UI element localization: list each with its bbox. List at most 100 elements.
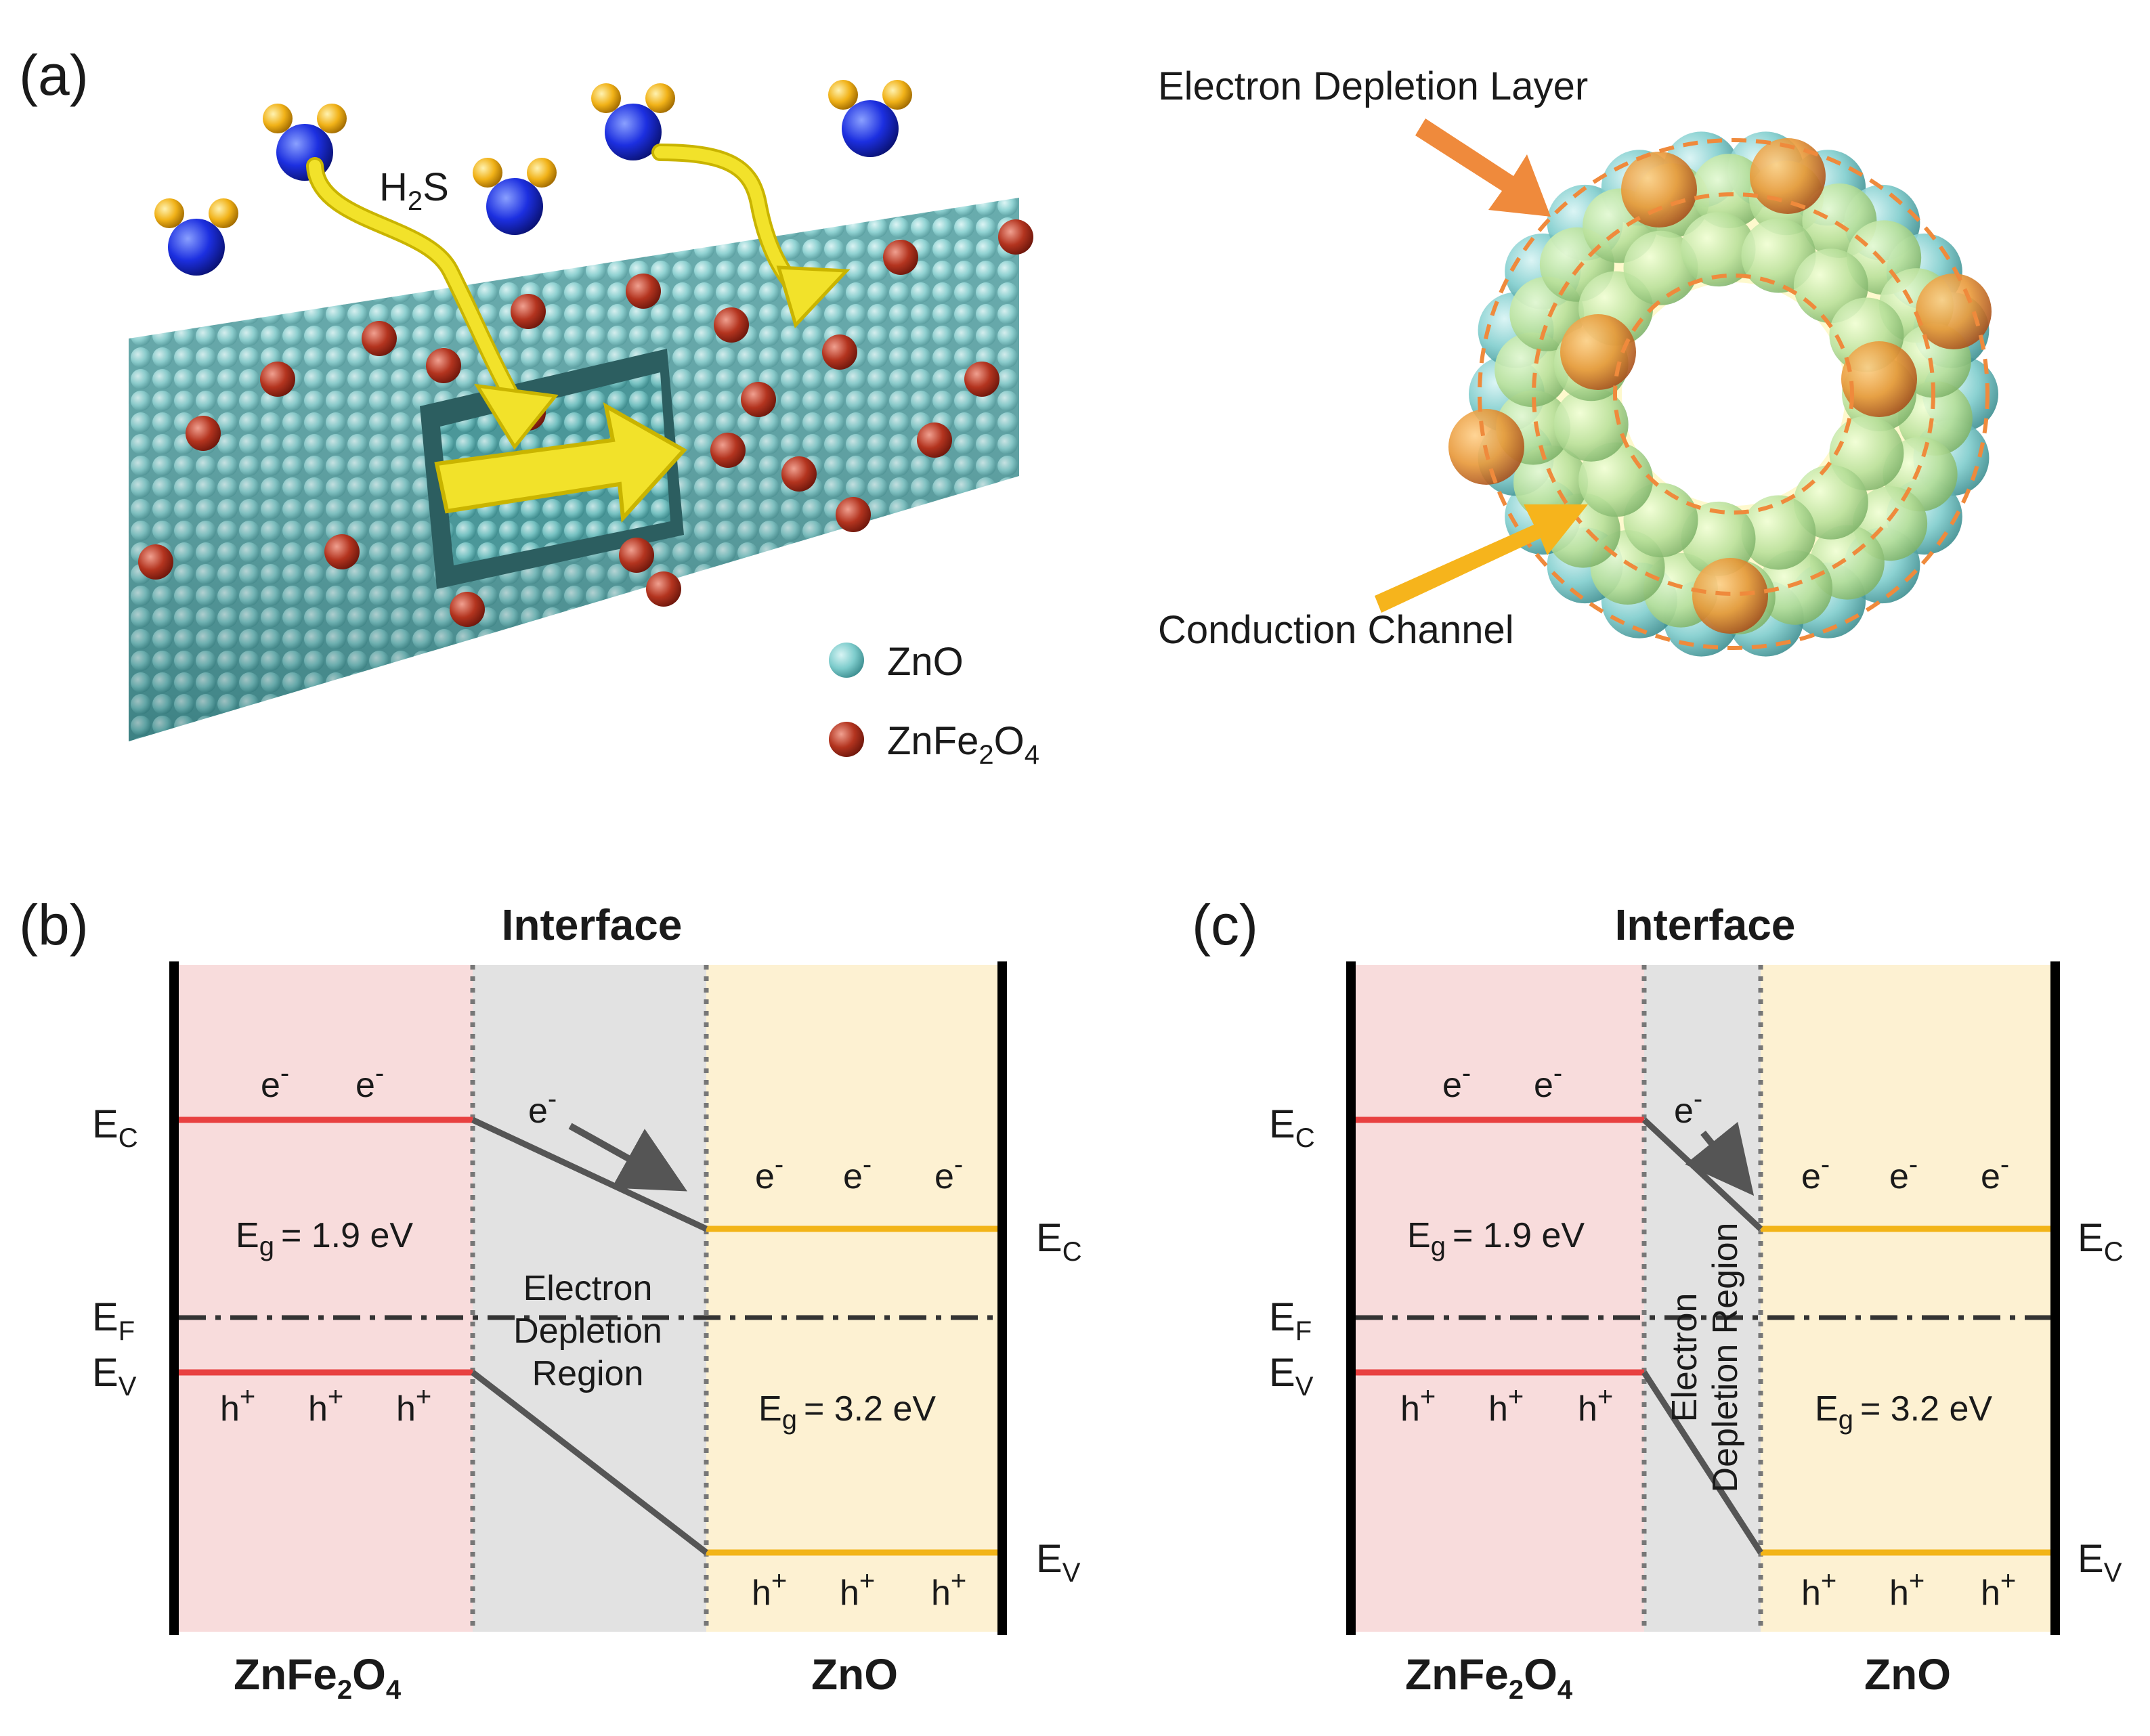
hole-label: h+ xyxy=(396,1382,431,1429)
panel-c-letter: (c) xyxy=(1192,893,1258,957)
panel-b-symbols: EC EF EV EC EV Eg= 1.9 eV Eg= 3.2 eV Ele… xyxy=(92,1102,1082,1705)
panel-c-region-line-1: Electron xyxy=(1665,1293,1704,1423)
h2s-molecule xyxy=(263,104,347,181)
hole-label: h+ xyxy=(308,1382,343,1429)
hole-label: h+ xyxy=(752,1566,787,1613)
panel-b-ec-bend xyxy=(471,1116,708,1232)
panel-c-electron-arrow xyxy=(1685,1121,1755,1196)
panel-c-zno-region xyxy=(1761,965,2052,1632)
h2s-molecule xyxy=(591,83,675,160)
ring-inner-sphere xyxy=(1623,230,1698,305)
ring-depleted-sphere xyxy=(1495,332,1570,408)
hydrogen-atom xyxy=(645,83,675,113)
panel-b-zno-label: ZnO xyxy=(811,1650,898,1699)
hole-label: h+ xyxy=(220,1382,255,1429)
electron-label: e- xyxy=(755,1150,783,1196)
panel-c-znfe2o4-region xyxy=(1354,965,1644,1632)
panel-c-eg-left: Eg= 1.9 eV xyxy=(1407,1216,1585,1261)
panel-c-ef-left: EF xyxy=(1269,1295,1312,1346)
panel-c-region-line-2: Depletion Region xyxy=(1706,1223,1745,1493)
panel-c-znfe2o4-label: ZnFe2O4 xyxy=(1405,1650,1573,1705)
sulfur-atom xyxy=(842,100,899,157)
ring-inner-sphere xyxy=(1681,212,1756,287)
ring-inner-sphere xyxy=(1741,495,1816,570)
znfe2o4-particle xyxy=(964,362,999,397)
panel-c-eg-right: Eg= 3.2 eV xyxy=(1815,1389,1992,1435)
panel-b-ev-left: EV xyxy=(92,1351,137,1402)
h2s-molecule xyxy=(828,80,912,157)
panel-c-carriers: e-e-e-e-e-e-h+h+h+h+h+h+ xyxy=(1400,1058,2016,1613)
electron-label: e- xyxy=(356,1058,384,1105)
panel-a: (a) H2S ZnO ZnFe2 xyxy=(19,43,1998,770)
panel-c-ev-left: EV xyxy=(1269,1351,1314,1402)
electron-label: e- xyxy=(1801,1150,1830,1196)
h2s-label: H2S xyxy=(379,165,449,216)
panel-c-ev-bend xyxy=(1641,1370,1763,1555)
hydrogen-atom xyxy=(527,158,557,188)
hole-label: h+ xyxy=(1578,1382,1613,1429)
depletion-inner-boundary xyxy=(1613,274,1854,515)
znfe2o4-particle xyxy=(626,274,661,309)
hydrogen-atom xyxy=(263,104,293,133)
electron-label: e- xyxy=(1534,1058,1562,1105)
znfe2o4-particle xyxy=(324,534,360,569)
znfe2o4-particle xyxy=(511,294,546,329)
ring-inner-sphere xyxy=(1681,501,1756,576)
panel-c-symbols: EC EF EV EC EV Eg= 1.9 eV Eg= 3.2 eV Ele… xyxy=(1269,1102,2124,1705)
h2s-molecule xyxy=(154,198,238,276)
panel-b-znfe2o4-label: ZnFe2O4 xyxy=(234,1650,402,1705)
panel-c: (c) Interface EC EF EV EC EV Eg= 1.9 eV … xyxy=(1192,893,2124,1705)
legend-zno-swatch xyxy=(829,643,864,678)
panel-b-eg-right: Eg= 3.2 eV xyxy=(758,1389,936,1435)
panel-c-left-wall xyxy=(1346,961,1356,1635)
ring-inner-sphere xyxy=(1553,387,1629,462)
hole-label: h+ xyxy=(1488,1382,1524,1429)
znfe2o4-particle xyxy=(998,219,1033,255)
ring-znfe2o4-sphere xyxy=(1916,274,1992,349)
hydrogen-atom xyxy=(591,83,621,113)
panel-c-ev-right: EV xyxy=(2078,1537,2122,1588)
znfe2o4-particle xyxy=(714,307,749,343)
diffusion-arrow-1-head xyxy=(474,383,559,450)
znfe2o4-particle xyxy=(362,321,397,356)
electron-label: e- xyxy=(934,1150,963,1196)
hole-label: h+ xyxy=(1400,1382,1436,1429)
hydrogen-atom xyxy=(317,104,347,133)
panel-b-left-wall xyxy=(169,961,179,1635)
panel-b-ec-left: EC xyxy=(92,1102,138,1153)
panel-c-ec-left: EC xyxy=(1269,1102,1315,1153)
znfe2o4-particle xyxy=(646,571,681,607)
ring-znfe2o4-sphere xyxy=(1841,341,1917,417)
ring-znfe2o4-sphere xyxy=(1692,558,1768,634)
depletion-outer-boundary xyxy=(1478,138,1990,650)
panel-b-carriers: e-e-e-e-e-e-h+h+h+h+h+h+ xyxy=(220,1058,966,1613)
electron-label: e- xyxy=(1889,1150,1918,1196)
panel-b-eg-left: Eg= 1.9 eV xyxy=(236,1216,413,1261)
znfe2o4-particle xyxy=(619,538,654,573)
hole-label: h+ xyxy=(840,1566,875,1613)
znfe2o4-particle xyxy=(741,382,776,417)
hole-label: h+ xyxy=(1889,1566,1925,1613)
depletion-mid-boundary xyxy=(1532,192,1935,596)
legend: ZnO ZnFe2O4 xyxy=(829,640,1039,770)
cross-section-core xyxy=(1622,282,1845,506)
znfe2o4-particle xyxy=(822,334,857,370)
panel-b-ef-left: EF xyxy=(92,1295,135,1346)
znfe2o4-particle xyxy=(710,433,746,468)
electron-label: e- xyxy=(528,1084,557,1131)
legend-znfe2o4-swatch xyxy=(829,722,864,757)
panel-b-ev-bend xyxy=(471,1370,708,1555)
diffusion-arrow-1 xyxy=(309,160,517,402)
panel-a-letter: (a) xyxy=(19,43,89,107)
panel-c-ec-right: EC xyxy=(2078,1216,2124,1267)
ring-depleted-sphere xyxy=(1897,381,1973,456)
hydrogen-atom xyxy=(828,80,858,110)
hydrogen-atom xyxy=(882,80,912,110)
h2s-molecule xyxy=(473,158,557,235)
znfe2o4-particle xyxy=(186,416,221,451)
panel-b-interface-label: Interface xyxy=(502,900,683,949)
panel-b-zno-region xyxy=(706,965,999,1632)
electron-label: e- xyxy=(1674,1084,1702,1131)
panel-c-zno-label: ZnO xyxy=(1864,1650,1951,1699)
